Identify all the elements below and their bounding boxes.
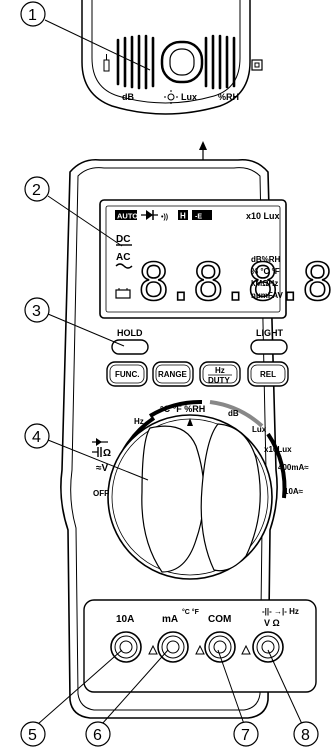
lcd-auto: AUTO <box>117 212 138 221</box>
range-button[interactable]: RANGE <box>152 361 194 387</box>
func-label: FUNC. <box>115 370 139 379</box>
lcd-zoom: x10 Lux <box>246 211 280 221</box>
rotary-selector-knob[interactable] <box>107 414 273 580</box>
callout-2: 2 <box>24 176 50 202</box>
jack-label-ma-suffix: °C °F <box>182 608 200 616</box>
callout-7: 7 <box>233 721 259 747</box>
svg-text:7: 7 <box>241 727 250 744</box>
diode-continuity-icon <box>92 438 108 457</box>
lcd-unit-4: nμmFAV <box>251 291 284 300</box>
lcd-rel: -E <box>195 214 202 221</box>
callout-3: 3 <box>24 297 50 323</box>
dial-pointer-icon <box>187 418 193 426</box>
lcd-hold: H <box>180 212 186 221</box>
callout-5: 5 <box>20 721 46 747</box>
callout-6: 6 <box>85 721 111 747</box>
callout-1: 1 <box>20 1 46 27</box>
ac-wave-icon <box>115 263 133 269</box>
rel-button[interactable]: REL <box>247 361 289 387</box>
lcd-ac: AC <box>116 252 130 263</box>
jack-label-ma: mA <box>162 614 178 625</box>
warning-icon <box>241 644 251 655</box>
sensor-label-db: dB <box>122 92 134 102</box>
jack-label-10a: 10A <box>116 614 134 625</box>
lcd-unit-3: kMΩHz <box>251 279 278 288</box>
svg-text:8: 8 <box>301 727 310 744</box>
dial-400ma: 400mA≈ <box>278 463 309 472</box>
hold-button[interactable] <box>111 339 149 355</box>
dial-ohm: Ω <box>103 448 111 459</box>
light-label: LIGHT <box>256 328 283 338</box>
dial-off: OFF <box>93 489 109 498</box>
jack-10a[interactable] <box>110 631 142 663</box>
humidity-sensor-icon <box>251 59 263 71</box>
dial-lux: Lux <box>252 425 267 434</box>
lcd-dc: DC <box>116 234 130 245</box>
svg-text:5: 5 <box>28 727 37 744</box>
jack-label-com: COM <box>208 614 231 625</box>
jack-label-v-bottom: V Ω <box>264 618 280 628</box>
dial-temp: °C °F %RH <box>160 404 205 414</box>
battery-icon <box>115 288 131 299</box>
dial-db: dB <box>228 409 239 418</box>
lcd-rel-badge <box>192 210 212 220</box>
svg-text:3: 3 <box>32 303 41 320</box>
grille-right <box>204 34 236 90</box>
lcd-auto-badge <box>115 210 137 220</box>
leader-lines <box>37 19 303 725</box>
lcd-unit-1: dB%RH <box>251 255 281 264</box>
svg-text:2: 2 <box>32 182 41 199</box>
lcd-hold-badge <box>178 210 188 220</box>
hz-duty-button[interactable]: Hz DUTY <box>199 361 241 387</box>
svg-text:1: 1 <box>28 7 37 24</box>
rel-label: REL <box>260 370 276 379</box>
dial-x10lux: x10Lux <box>264 445 292 454</box>
light-button[interactable] <box>250 339 288 355</box>
lcd-continuity: •)) <box>161 214 168 221</box>
dial-10a: 10A≈ <box>284 487 304 496</box>
lcd-display: AUTO •)) H -E x10 Lux DC AC 8.8.8.8 dB%R… <box>99 199 335 319</box>
func-button[interactable]: FUNC. <box>106 361 148 387</box>
jack-com[interactable] <box>204 631 236 663</box>
callout-4: 4 <box>24 423 50 449</box>
dial-hz: Hz <box>134 417 144 426</box>
sensor-label-rh: %RH <box>218 92 239 102</box>
callout-8: 8 <box>293 721 319 747</box>
jack-ma[interactable] <box>157 631 189 663</box>
hold-label: HOLD <box>117 328 143 338</box>
duty-label: DUTY <box>208 376 230 385</box>
hz-label: Hz <box>215 366 225 375</box>
dial-v: ≈V <box>96 463 108 474</box>
grille-left <box>116 34 155 90</box>
diode-icon <box>141 210 158 220</box>
jack-v-ohm[interactable] <box>252 631 284 663</box>
warning-icon <box>148 644 158 655</box>
lcd-unit-2: % °C °F <box>251 267 280 276</box>
sun-icon <box>164 90 178 104</box>
sensor-head: dB Lux %RH <box>81 0 263 115</box>
sensor-label-lux: Lux <box>181 92 197 102</box>
thermometer-icon <box>103 54 110 72</box>
range-label: RANGE <box>158 370 188 379</box>
lcd-digits: 8.8.8.8 <box>138 253 330 313</box>
jack-label-v-top: -||- →|- Hz <box>262 607 299 616</box>
warning-icon <box>195 644 205 655</box>
svg-text:4: 4 <box>32 429 41 446</box>
svg-text:6: 6 <box>93 727 102 744</box>
